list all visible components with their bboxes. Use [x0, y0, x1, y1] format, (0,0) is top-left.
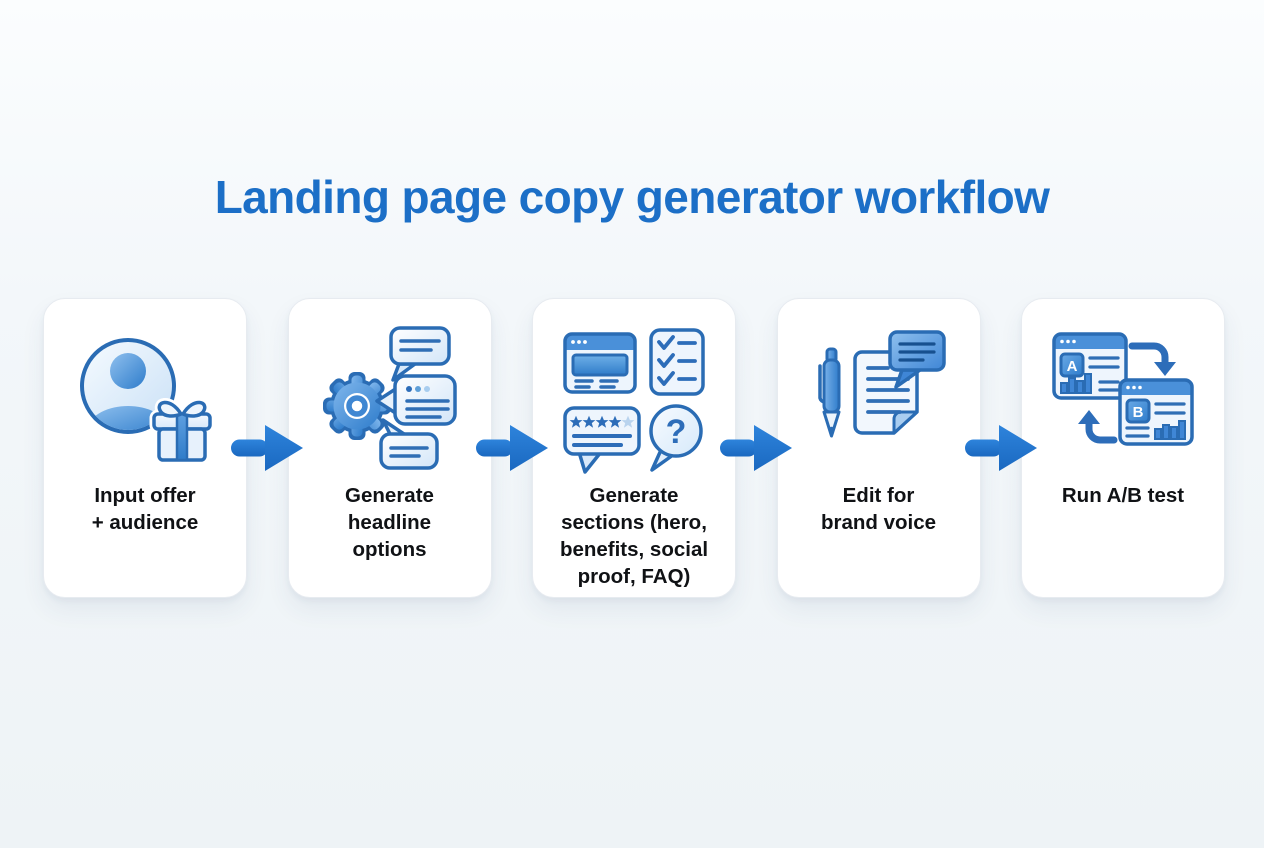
- document-icon: [852, 350, 919, 435]
- step-2-label: Generate headline options: [345, 484, 434, 561]
- cycle-arrow-down-icon: [1128, 342, 1176, 376]
- page-sections-icon: ?: [563, 328, 705, 474]
- flow-arrow-2: [473, 420, 551, 476]
- arrow-right-icon: [720, 425, 792, 471]
- step-5-label: Run A/B test: [1061, 484, 1185, 507]
- speech-bubble-icon: [887, 330, 946, 389]
- flow-arrow-3: [717, 420, 795, 476]
- gear-chat-bubbles-icon: [322, 326, 457, 470]
- step-2-icon-wrap: [315, 323, 465, 475]
- gift-icon: [149, 398, 215, 465]
- cycle-arrow-up-icon: [1078, 410, 1118, 444]
- ab-test-icon: A: [1052, 332, 1194, 446]
- browser-window-icon: [563, 332, 637, 394]
- step-card-run-ab-test: A: [1021, 298, 1225, 598]
- step-card-edit-brand-voice: Edit for brand voice: [776, 298, 981, 598]
- variant-b-window-icon: B: [1118, 378, 1194, 446]
- arrow-right-icon: [231, 425, 303, 471]
- flow-arrow-4: [962, 420, 1040, 476]
- step-1-label: Input offer + audience: [91, 484, 199, 534]
- step-3-label: Generate sections (hero, benefits, socia…: [559, 484, 709, 588]
- chat-bubble-bottom-icon: [378, 418, 439, 470]
- step-3-icon-wrap: ?: [559, 323, 709, 475]
- pen-document-icon: [817, 330, 946, 438]
- step-4-label: Edit for brand voice: [820, 484, 937, 534]
- star-rating-icons: [569, 415, 635, 428]
- question-bubble-icon: ?: [649, 404, 703, 472]
- page-title: Landing page copy generator workflow: [214, 171, 1050, 223]
- checklist-icon: [649, 328, 705, 396]
- user-gift-icon: [80, 338, 215, 465]
- step-card-generate-sections: ? Generate sections (hero, benefits, soc…: [532, 298, 736, 598]
- step-4-icon-wrap: [804, 323, 954, 475]
- arrow-right-icon: [965, 425, 1037, 471]
- bar-chart-b-icon: [1154, 420, 1186, 440]
- bar-chart-a-icon: [1060, 373, 1092, 394]
- variant-a-letter: A: [1067, 358, 1078, 375]
- step-5-icon-wrap: A: [1048, 323, 1198, 475]
- pen-icon: [817, 347, 840, 438]
- step-1-icon-wrap: [70, 323, 220, 475]
- chat-bubble-top-icon: [388, 326, 451, 382]
- workflow-steps-row: Input offer + audience: [43, 298, 1225, 598]
- gear-icon: [322, 372, 391, 440]
- step-card-input-offer: Input offer + audience: [43, 298, 247, 598]
- arrow-right-icon: [476, 425, 548, 471]
- question-mark-glyph: ?: [666, 413, 687, 451]
- step-card-generate-headlines: Generate headline options: [287, 298, 492, 598]
- chat-bubble-middle-icon: [374, 374, 457, 426]
- variant-b-letter: B: [1133, 404, 1144, 421]
- variant-a-window-icon: A: [1052, 332, 1128, 400]
- flow-arrow-1: [228, 420, 306, 476]
- review-stars-bubble-icon: [563, 406, 641, 474]
